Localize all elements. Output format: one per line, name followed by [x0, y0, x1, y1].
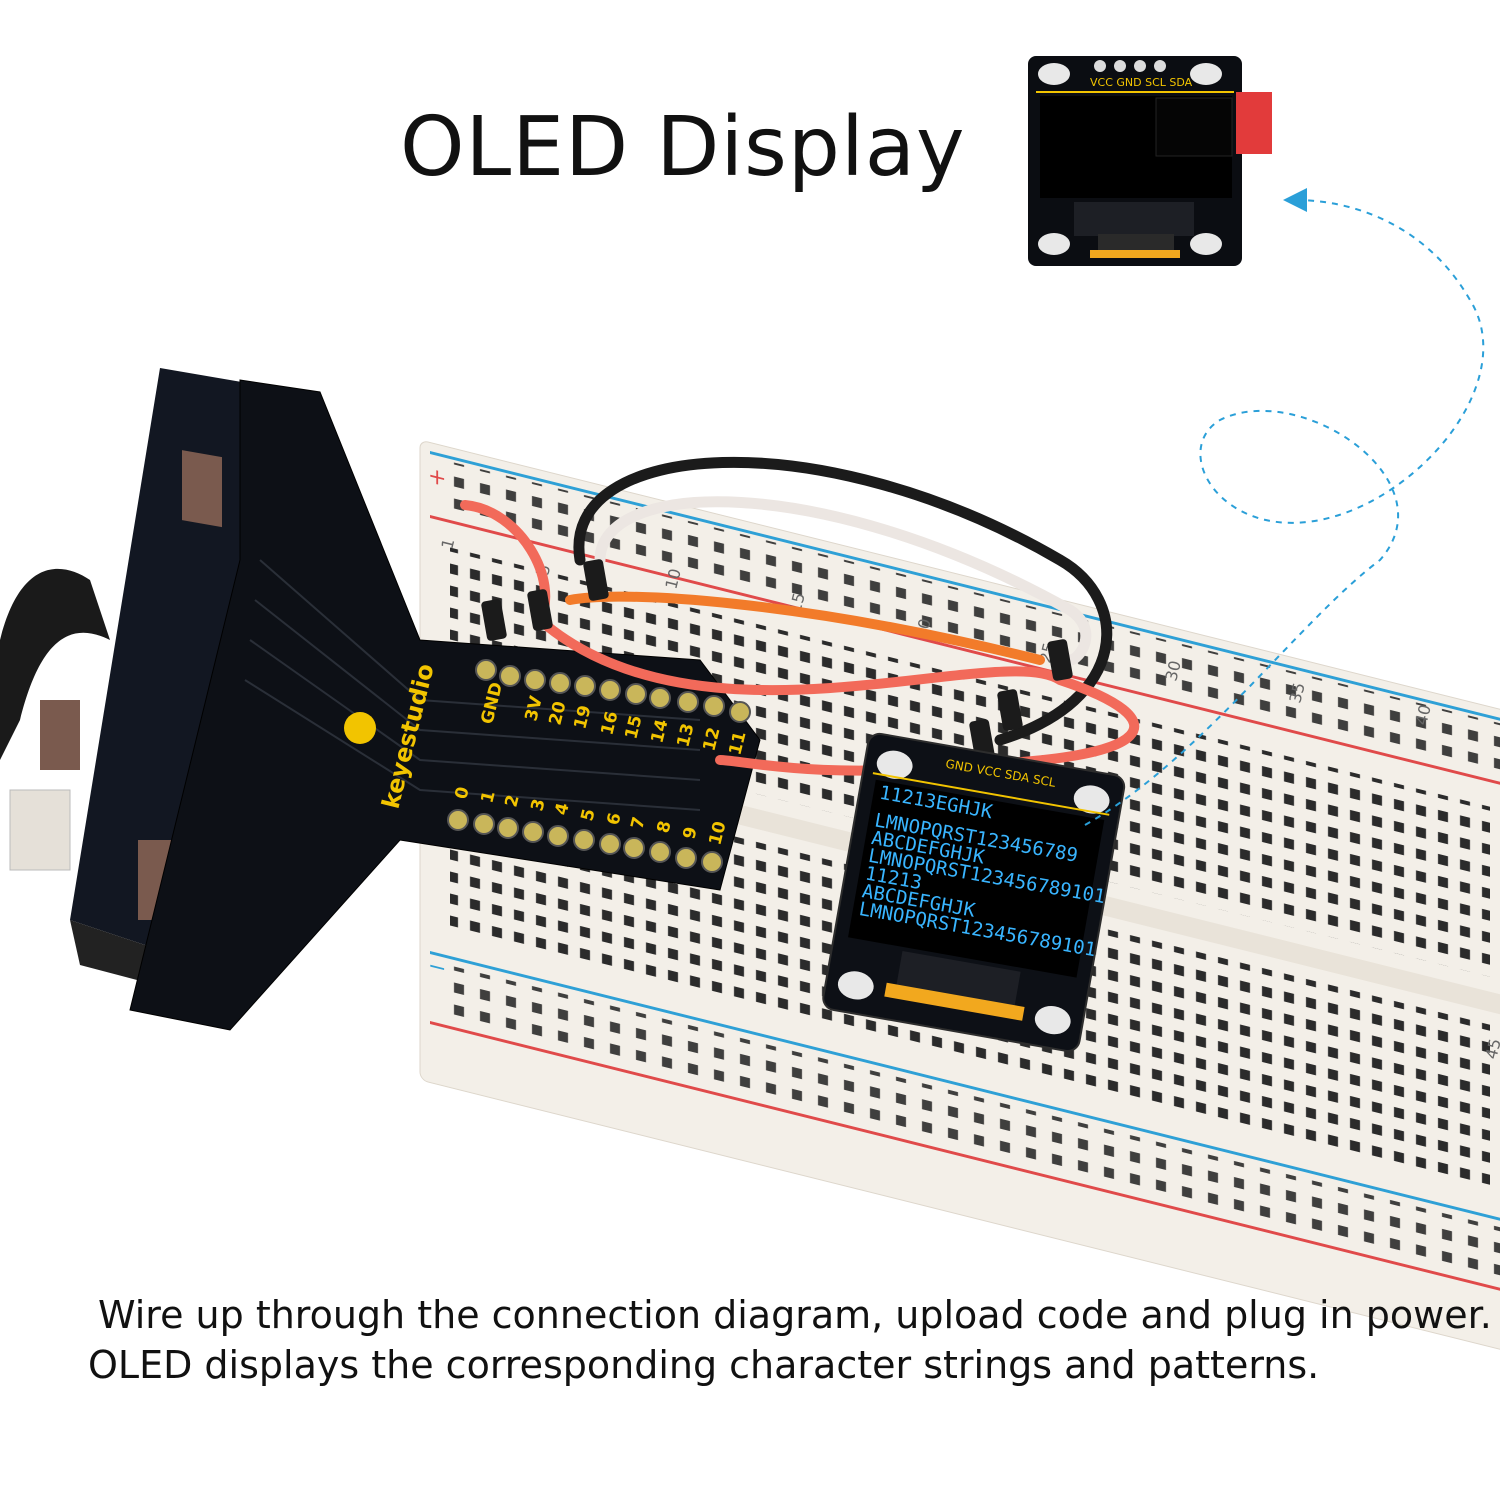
- pin-label: 5: [577, 807, 599, 823]
- rail-minus-label: −: [428, 952, 446, 982]
- wire-black: [573, 457, 1113, 746]
- pin-label: 6: [603, 811, 625, 827]
- caption-line-2: OLED displays the corresponding characte…: [88, 1343, 1320, 1387]
- col-number: 30: [1161, 659, 1184, 683]
- caption-line-1: Wire up through the connection diagram, …: [98, 1293, 1492, 1337]
- col-number: 40: [1411, 703, 1434, 727]
- dashed-arrow: [1084, 188, 1485, 826]
- pin-label: 8: [653, 819, 675, 835]
- pin-label: 3: [527, 797, 549, 813]
- brand-logo: [344, 712, 376, 744]
- usb-cable: [0, 568, 110, 760]
- rail-plus-label: +: [428, 462, 446, 492]
- page-title: OLED Display: [400, 100, 966, 195]
- col-number: 10: [661, 567, 684, 591]
- pin-label: 9: [679, 825, 701, 841]
- top-module-pin-labels: VCC GND SCL SDA: [1090, 76, 1193, 89]
- pin-label: 4: [551, 801, 573, 817]
- pin-label: 0: [451, 785, 473, 801]
- pin-label: 2: [501, 793, 523, 809]
- col-number: 35: [1285, 681, 1308, 705]
- oled-module-board: GND VCC SDA SCL 11213EGHJK LMNOPQRST1234…: [822, 732, 1126, 1052]
- oled-module-top: VCC GND SCL SDA: [1028, 56, 1272, 266]
- pin-label: 7: [627, 815, 649, 831]
- col-number: 45: [1481, 1037, 1500, 1061]
- wire-white: [594, 496, 1092, 666]
- pin-label: 1: [477, 789, 499, 805]
- col-number: 1: [437, 536, 458, 550]
- adapter-board: GND 3V 20 19 16 15 14 13 12 11 0 1 2 3 4…: [9, 368, 761, 1031]
- caption: Wire up through the connection diagram, …: [88, 1290, 1492, 1390]
